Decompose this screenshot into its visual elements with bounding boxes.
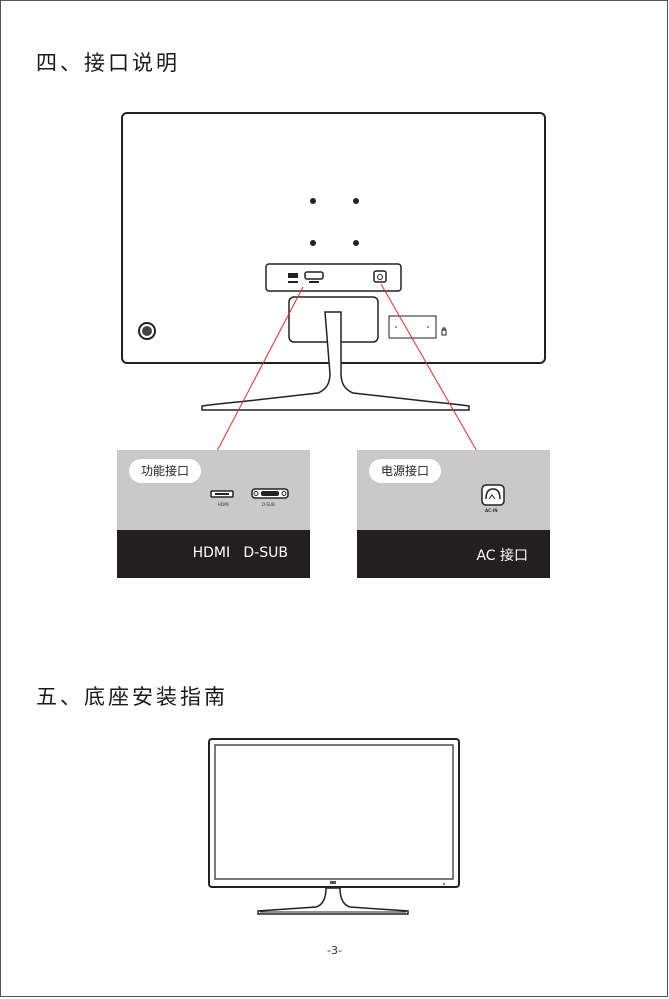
monitor-screen (214, 744, 454, 880)
function-interface-label: 功能接口 (129, 459, 202, 483)
vesa-hole (310, 240, 316, 246)
dsub-small-label: D-SUB (262, 502, 275, 507)
power-interface-label: 电源接口 (369, 459, 442, 483)
function-interface-panel: 功能接口 HDMI D-SUB HDMI D-SUB (117, 450, 310, 578)
port-bay (265, 263, 402, 292)
hdmi-port-icon (288, 273, 298, 278)
vesa-hole (353, 198, 359, 204)
power-interface-panel: 电源接口 AC-IN AC 接口 (357, 450, 550, 578)
function-bottom-bar: HDMI D-SUB (117, 530, 310, 578)
front-logo (330, 881, 336, 884)
power-indicator (443, 883, 445, 885)
ac-in-small-label: AC-IN (485, 508, 498, 513)
vesa-hole (310, 198, 316, 204)
section-title-interfaces: 四、接口说明 (36, 51, 180, 75)
ac-in-icon (481, 484, 505, 506)
power-bottom-bar: AC 接口 (357, 530, 550, 578)
section-title-stand: 五、底座安装指南 (36, 685, 228, 709)
leader-line-power (380, 283, 479, 454)
page-number: -3- (327, 944, 342, 957)
front-stand-base (257, 887, 409, 915)
kensington-lock-icon (441, 327, 447, 336)
power-port-icon (373, 270, 387, 283)
power-bottom-text: AC 接口 (476, 548, 528, 564)
stand-base (201, 311, 470, 411)
vga-port-icon (304, 271, 324, 280)
vesa-hole (353, 240, 359, 246)
function-ports-icon (210, 488, 289, 499)
hdmi-small-label: HDMI (218, 502, 229, 507)
leader-line-function (215, 286, 304, 454)
function-bottom-text: HDMI D-SUB (192, 545, 288, 561)
